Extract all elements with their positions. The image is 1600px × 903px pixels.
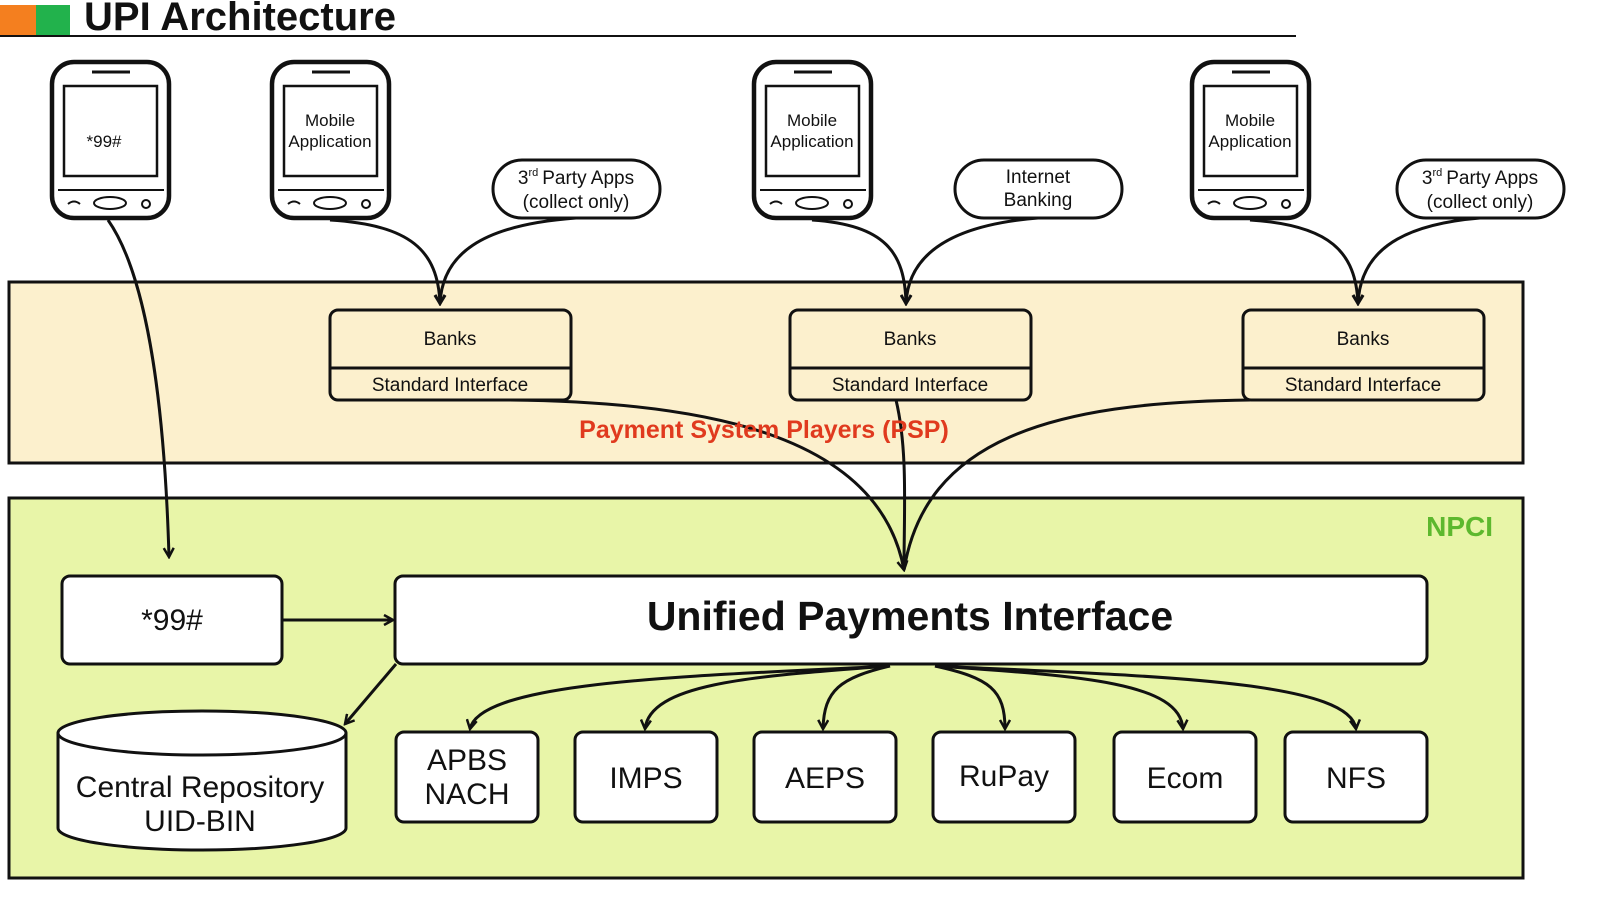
system-aeps-label: AEPS — [785, 762, 865, 795]
conn-bubble2-bank2 — [906, 216, 1039, 304]
conn-bank3-upi — [902, 398, 1251, 571]
phone-ussd: *99# — [49, 59, 172, 221]
conn-phone4-bank3 — [1249, 218, 1358, 304]
repository-line1: Central Repository — [76, 771, 324, 804]
phone-2-screen-line2: Application — [288, 132, 371, 151]
conn-ussd-phone-to-box — [106, 219, 169, 557]
system-nfs-label: NFS — [1326, 762, 1386, 795]
page-title: UPI Architecture — [84, 0, 396, 39]
phone-3-screen-line2: Application — [770, 132, 853, 151]
conn-upi-to-aeps — [823, 664, 891, 729]
bubble-1-line2: (collect only) — [523, 192, 630, 213]
bubble-internet-banking: Internet Banking — [953, 158, 1124, 220]
system-apbs-line1: APBS — [427, 744, 507, 777]
bank-2-interface: Standard Interface — [832, 375, 988, 396]
system-rupay-label: RuPay — [959, 760, 1049, 793]
ussd-box-label: *99# — [141, 604, 203, 637]
conn-upi-to-apbs — [470, 664, 891, 729]
conn-upi-to-rupay — [934, 664, 1005, 729]
title-accent-orange — [0, 5, 36, 37]
system-box-rupay: RuPay — [931, 730, 1077, 824]
system-apbs-line2: NACH — [424, 778, 509, 811]
bank-box-1: Banks Standard Interface — [328, 308, 573, 402]
system-ecom-label: Ecom — [1147, 762, 1224, 795]
phone-4-screen-line1: Mobile — [1225, 111, 1275, 130]
psp-label: Payment System Players (PSP) — [579, 416, 949, 444]
conn-phone2-bank1 — [329, 218, 440, 304]
phone-2-screen-line1: Mobile — [305, 111, 355, 130]
phone-1-screen-text: *99# — [87, 132, 123, 151]
system-box-nfs: NFS — [1283, 730, 1429, 824]
upi-box-label: Unified Payments Interface — [647, 593, 1173, 639]
bank-1-interface: Standard Interface — [372, 375, 528, 396]
title-accent-green — [36, 5, 70, 37]
conn-phone3-bank2 — [811, 218, 906, 304]
repository-line2: UID-BIN — [144, 805, 256, 838]
bank-3-interface: Standard Interface — [1285, 375, 1441, 396]
conn-bank1-upi — [509, 398, 904, 570]
conn-bank2-upi — [894, 399, 907, 571]
ussd-box: *99# — [60, 574, 284, 666]
conn-bubble1-bank1 — [440, 216, 577, 304]
bubble-3-line2: (collect only) — [1427, 192, 1534, 213]
conn-upi-to-repository — [345, 663, 398, 724]
phone-3-screen-line1: Mobile — [787, 111, 837, 130]
conn-upi-to-imps — [645, 664, 891, 729]
npci-label: NPCI — [1426, 511, 1493, 542]
bubble-2-line2: Banking — [1004, 190, 1073, 211]
bank-box-2: Banks Standard Interface — [788, 308, 1033, 402]
system-box-aeps: AEPS — [752, 730, 898, 824]
system-box-ecom: Ecom — [1112, 730, 1258, 824]
conn-bubble3-bank3 — [1358, 216, 1481, 304]
phone-mobile-app-2: Mobile Application — [751, 59, 874, 221]
system-imps-label: IMPS — [609, 762, 682, 795]
phone-mobile-app-1: Mobile Application — [269, 59, 392, 221]
system-box-imps: IMPS — [573, 730, 719, 824]
central-repository-cylinder: Central Repository UID-BIN — [56, 709, 348, 852]
phone-4-screen-line2: Application — [1208, 132, 1291, 151]
upi-box: Unified Payments Interface — [393, 574, 1429, 666]
bank-box-3: Banks Standard Interface — [1241, 308, 1486, 402]
system-box-apbs-nach: APBS NACH — [394, 730, 540, 824]
conn-upi-to-nfs — [934, 664, 1356, 729]
bubble-2-line1: Internet — [1006, 167, 1071, 188]
bank-3-name: Banks — [1337, 329, 1390, 350]
bank-2-name: Banks — [884, 329, 937, 350]
bank-1-name: Banks — [424, 329, 477, 350]
phone-mobile-app-3: Mobile Application — [1189, 59, 1312, 221]
